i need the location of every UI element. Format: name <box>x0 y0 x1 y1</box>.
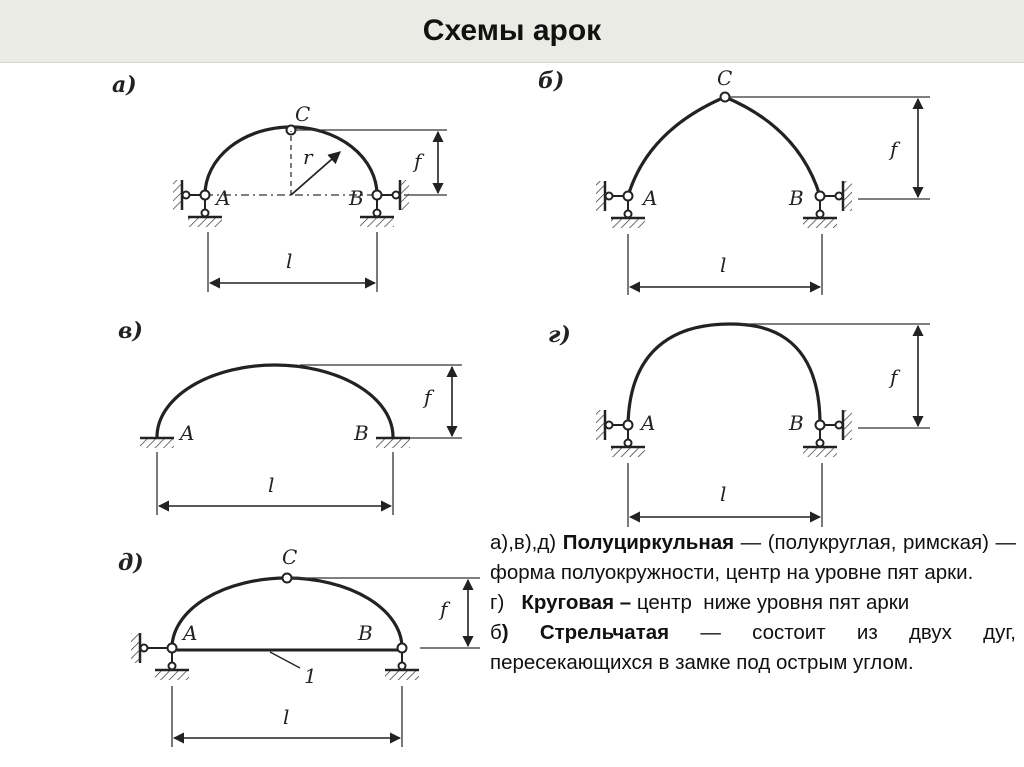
crown-hinge-a <box>285 124 297 136</box>
point-a-label-g: A <box>639 411 655 435</box>
desc-semicircular-prefix: а),в),д) <box>490 531 563 554</box>
desc-pointed-text: — состоит из двух дуг, пересекающихся в … <box>490 621 1016 674</box>
roller-support-right-d <box>385 642 419 680</box>
page-title: Схемы арок <box>422 14 602 47</box>
point-c-label-b: C <box>717 66 732 90</box>
pinned-support-right-a <box>360 180 409 227</box>
point-c-label-a: C <box>295 102 310 126</box>
title-bar: Схемы арок <box>0 0 1024 63</box>
rise-label-d: f <box>438 597 451 621</box>
panel-label-a: а) <box>112 72 137 98</box>
desc-circular-prefix: г) <box>490 591 522 614</box>
panel-label-b: б) <box>538 68 564 94</box>
span-label-g: l <box>720 482 726 506</box>
desc-circular-term: Круговая – <box>521 591 632 614</box>
point-a-label-v: A <box>178 421 194 445</box>
point-b-label-b: B <box>788 186 804 210</box>
rise-label-g: f <box>888 365 901 389</box>
desc-pointed: б) Стрельчатая — состоит из двух дуг, пе… <box>490 618 1016 678</box>
pinned-support-left-b <box>596 181 645 228</box>
pinned-support-left-g <box>596 410 645 457</box>
rise-label-v: f <box>422 385 435 409</box>
point-a-label-b: A <box>641 186 657 210</box>
tie-label-d: 1 <box>304 664 317 688</box>
crown-hinge-d <box>281 572 293 584</box>
diagram-d: д) C A B 1 f <box>118 545 480 747</box>
point-a-label-d: A <box>181 621 197 645</box>
panel-label-v: в) <box>118 318 143 344</box>
point-a-label-a: A <box>214 186 230 210</box>
point-c-label-d: C <box>282 545 297 569</box>
desc-circular-text: центр ниже уровня пят арки <box>631 591 910 614</box>
arch-curve-g <box>626 322 822 426</box>
radius-arrow-a <box>290 151 341 196</box>
desc-semicircular-term: Полуциркульная <box>562 531 735 554</box>
fixed-support-right-v <box>376 436 410 448</box>
pinned-support-left-d <box>131 633 189 680</box>
rise-label-b: f <box>888 137 901 161</box>
arch-curve-v <box>155 363 395 438</box>
diagram-a: а) r C A B <box>112 72 447 292</box>
arch-curve-b <box>626 95 822 197</box>
span-label-v: l <box>268 473 274 497</box>
point-b-label-d: B <box>357 621 373 645</box>
diagram-b: б) C A B f <box>538 66 930 295</box>
desc-semicircular: а),в),д) Полуциркульная — (полукруглая, … <box>490 528 1016 588</box>
point-b-label-a: B <box>348 186 364 210</box>
rise-label-a: f <box>412 149 425 173</box>
fixed-support-left-v <box>140 436 174 448</box>
crown-hinge-b <box>719 91 731 103</box>
desc-circular: г) Круговая – центр ниже уровня пят арки <box>490 588 1016 618</box>
point-b-label-v: B <box>353 421 369 445</box>
span-label-d: l <box>283 705 289 729</box>
pinned-support-left-a <box>173 180 222 227</box>
panel-label-d: д) <box>118 550 144 576</box>
span-label-b: l <box>720 253 726 277</box>
point-b-label-g: B <box>788 411 804 435</box>
arch-types-description: а),в),д) Полуциркульная — (полукруглая, … <box>490 528 1016 678</box>
diagram-v: в) A B f l <box>118 318 462 515</box>
diagram-g: г) A B f <box>548 322 930 527</box>
radius-label: r <box>303 145 314 169</box>
panel-label-g: г) <box>548 322 571 348</box>
desc-pointed-prefix: б <box>490 621 502 644</box>
desc-semicircular-text: — (полукруглая, римская) — форма полуокр… <box>490 531 1016 584</box>
pinned-support-right-g <box>803 410 852 457</box>
span-label-a: l <box>286 249 292 273</box>
desc-pointed-term: ) Стрельчатая <box>501 621 670 644</box>
pinned-support-right-b <box>803 181 852 228</box>
